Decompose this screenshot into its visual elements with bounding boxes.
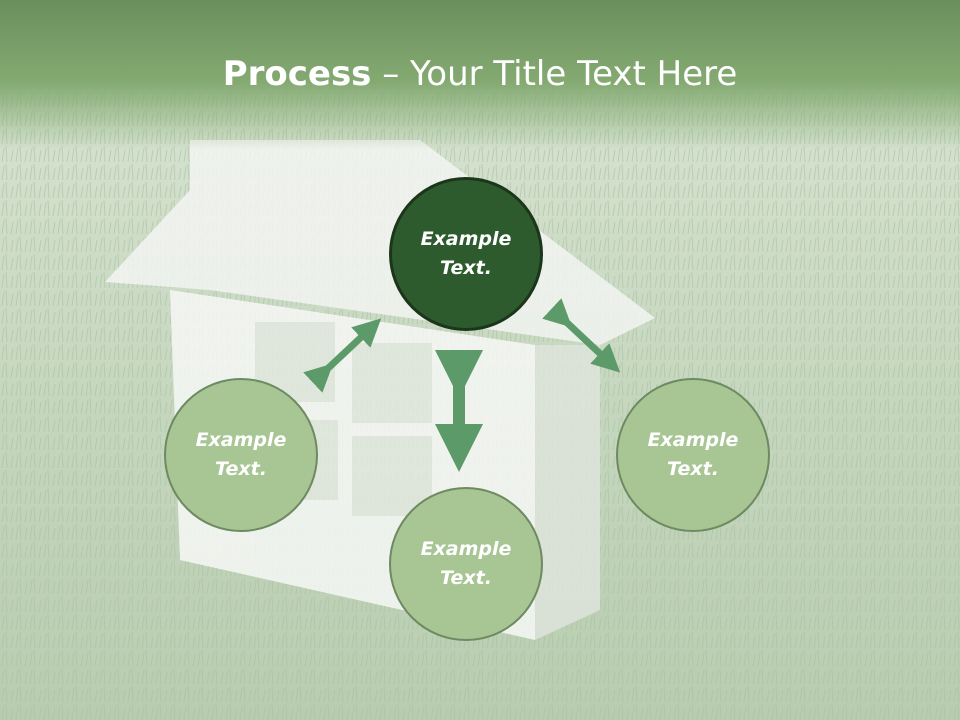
node-right-line2: Text. xyxy=(667,458,719,480)
title-bold: Process xyxy=(222,54,372,94)
node-top-line2: Text. xyxy=(440,257,492,279)
arrow-top-left xyxy=(303,318,382,393)
node-bottom-line2: Text. xyxy=(440,567,492,589)
title-rest: – Your Title Text Here xyxy=(371,54,738,94)
node-top-line1: Example xyxy=(420,228,512,250)
node-right[interactable]: Example Text. xyxy=(616,378,770,532)
arrow-top-right xyxy=(542,298,621,373)
node-top[interactable]: Example Text. xyxy=(389,177,543,331)
node-left-line1: Example xyxy=(195,429,287,451)
node-left[interactable]: Example Text. xyxy=(164,378,318,532)
node-bottom[interactable]: Example Text. xyxy=(389,487,543,641)
title-bar xyxy=(0,0,960,150)
node-bottom-line1: Example xyxy=(420,538,512,560)
page-title: Process – Your Title Text Here xyxy=(0,52,960,96)
node-right-line1: Example xyxy=(647,429,739,451)
node-left-line2: Text. xyxy=(215,458,267,480)
